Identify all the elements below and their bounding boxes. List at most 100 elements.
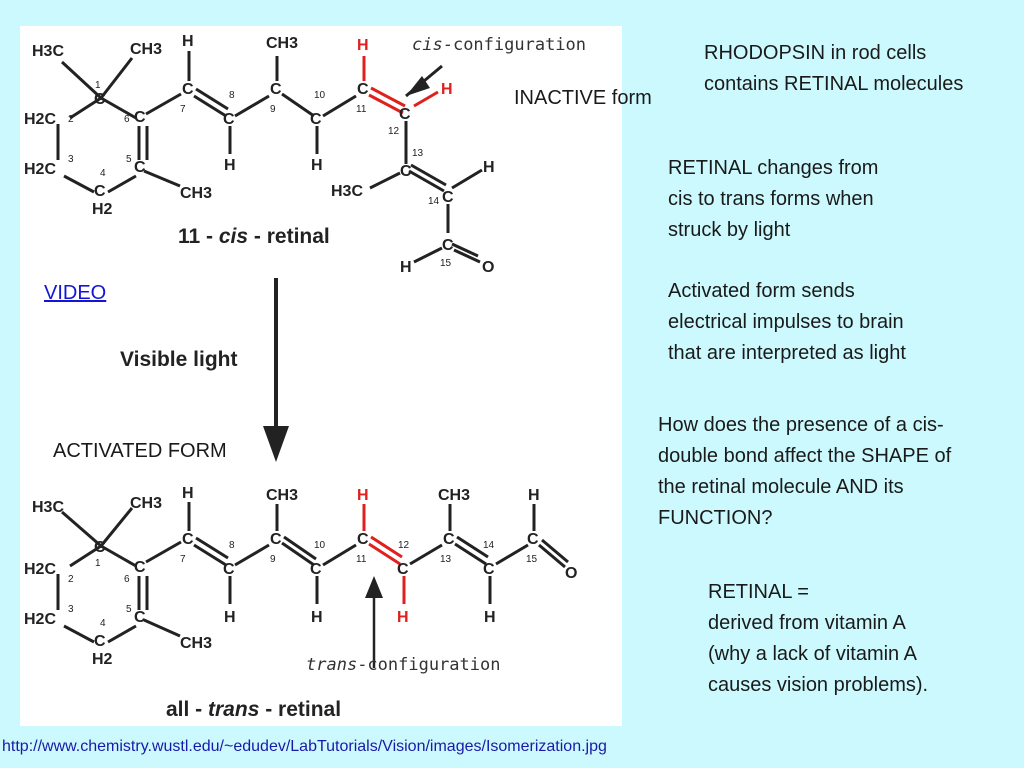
position-number: 2	[68, 114, 74, 125]
atom-c: C	[443, 531, 455, 548]
position-number: 12	[388, 126, 400, 137]
position-number: 1	[95, 558, 101, 569]
activated-form-description: Activated form sends electrical impulses…	[668, 280, 906, 364]
atom-h: H	[182, 485, 194, 502]
position-number: 6	[124, 574, 130, 585]
atom-h-red: H	[441, 81, 453, 98]
atom-c: C	[223, 111, 235, 128]
position-number: 14	[483, 540, 495, 551]
cis-retinal-caption: 11 - cis - retinal	[178, 225, 330, 248]
atom-c: C	[357, 81, 369, 98]
position-number: 6	[124, 114, 130, 125]
atom-c: C	[134, 159, 146, 176]
atom-h: H	[311, 609, 323, 626]
atom-c: C	[357, 531, 369, 548]
atom-c: C	[310, 111, 322, 128]
h3c-label: H3C	[32, 499, 64, 516]
atom-c: C	[310, 561, 322, 578]
ch3-label: CH3	[130, 41, 162, 58]
atom-c: C	[94, 633, 106, 650]
h2c-label: H2C	[24, 611, 56, 628]
ch3-label: CH3	[180, 635, 212, 652]
atom-c: C	[399, 106, 411, 123]
position-number: 7	[180, 554, 186, 565]
h2-label: H2	[92, 651, 113, 668]
h3c-label: H3C	[32, 43, 64, 60]
source-url[interactable]: http://www.chemistry.wustl.edu/~edudev/L…	[2, 738, 607, 755]
h2c-label: H2C	[24, 561, 56, 578]
position-number: 4	[100, 168, 106, 179]
position-number: 10	[314, 90, 326, 101]
atom-c: C	[397, 561, 409, 578]
position-number: 2	[68, 574, 74, 585]
trans-configuration-label: trans-configuration	[306, 655, 500, 675]
retinal-isomerization-figure: H3C CH3 C H2C H2C C H2 C C CH3 C H C H C…	[20, 26, 622, 726]
activated-form-label: ACTIVATED FORM	[53, 440, 227, 462]
atom-h: H	[182, 33, 194, 50]
position-number: 3	[68, 604, 74, 615]
trans-retinal-caption: all - trans - retinal	[166, 698, 341, 721]
retinal-changes-note: RETINAL changes from cis to trans forms …	[668, 157, 879, 241]
atom-c: C	[134, 609, 146, 626]
atom-c: C	[182, 531, 194, 548]
position-number: 10	[314, 540, 326, 551]
video-link[interactable]: VIDEO	[44, 282, 107, 304]
atom-h-red: H	[357, 37, 369, 54]
atom-c: C	[94, 539, 106, 556]
position-number: 4	[100, 618, 106, 629]
position-number: 12	[398, 540, 410, 551]
visible-light-label: Visible light	[120, 348, 237, 371]
position-number: 7	[180, 104, 186, 115]
atom-c: C	[270, 531, 282, 548]
position-number: 13	[412, 148, 424, 159]
atom-c: C	[134, 109, 146, 126]
position-number: 13	[440, 554, 452, 565]
position-number: 11	[356, 554, 367, 565]
position-number: 14	[428, 196, 440, 207]
position-number: 8	[229, 90, 235, 101]
cis-configuration-label: cis-configuration	[412, 35, 586, 55]
atom-c: C	[527, 531, 539, 548]
atom-c: C	[270, 81, 282, 98]
ch3-label: CH3	[266, 35, 298, 52]
position-number: 5	[126, 154, 132, 165]
atom-h: H	[484, 609, 496, 626]
atom-h: H	[483, 159, 495, 176]
ch3-label: CH3	[438, 487, 470, 504]
atom-c: C	[182, 81, 194, 98]
atom-c: C	[223, 561, 235, 578]
position-number: 8	[229, 540, 235, 551]
atom-c: C	[442, 189, 454, 206]
atom-h: H	[224, 609, 236, 626]
atom-c: C	[400, 163, 412, 180]
position-number: 9	[270, 104, 276, 115]
position-number: 3	[68, 154, 74, 165]
atom-h: H	[400, 259, 412, 276]
atom-h: H	[224, 157, 236, 174]
position-number: 9	[270, 554, 276, 565]
atom-c: C	[483, 561, 495, 578]
atom-o: O	[482, 259, 494, 276]
atom-h: H	[528, 487, 540, 504]
isomerization-diagram: H3C CH3 C H2C H2C C H2 C C CH3 C H C H C…	[24, 33, 586, 721]
h2c-label: H2C	[24, 161, 56, 178]
position-number: 15	[440, 258, 452, 269]
atom-c: C	[94, 183, 106, 200]
question-text: How does the presence of a cis- double b…	[658, 414, 952, 529]
inactive-form-label: INACTIVE form	[514, 87, 652, 109]
h2c-label: H2C	[24, 111, 56, 128]
position-number: 1	[95, 80, 101, 91]
retinal-definition: RETINAL = derived from vitamin A (why a …	[708, 581, 929, 696]
position-number: 11	[356, 104, 367, 115]
atom-o: O	[565, 565, 577, 582]
atom-c: C	[134, 559, 146, 576]
rhodopsin-note: RHODOPSIN in rod cells contains RETINAL …	[704, 42, 964, 95]
atom-c: C	[94, 91, 106, 108]
atom-h-red: H	[397, 609, 409, 626]
atom-h-red: H	[357, 487, 369, 504]
atom-c: C	[442, 237, 454, 254]
ch3-label: CH3	[130, 495, 162, 512]
ch3-label: CH3	[266, 487, 298, 504]
ch3-label: CH3	[180, 185, 212, 202]
h3c-label: H3C	[331, 183, 363, 200]
